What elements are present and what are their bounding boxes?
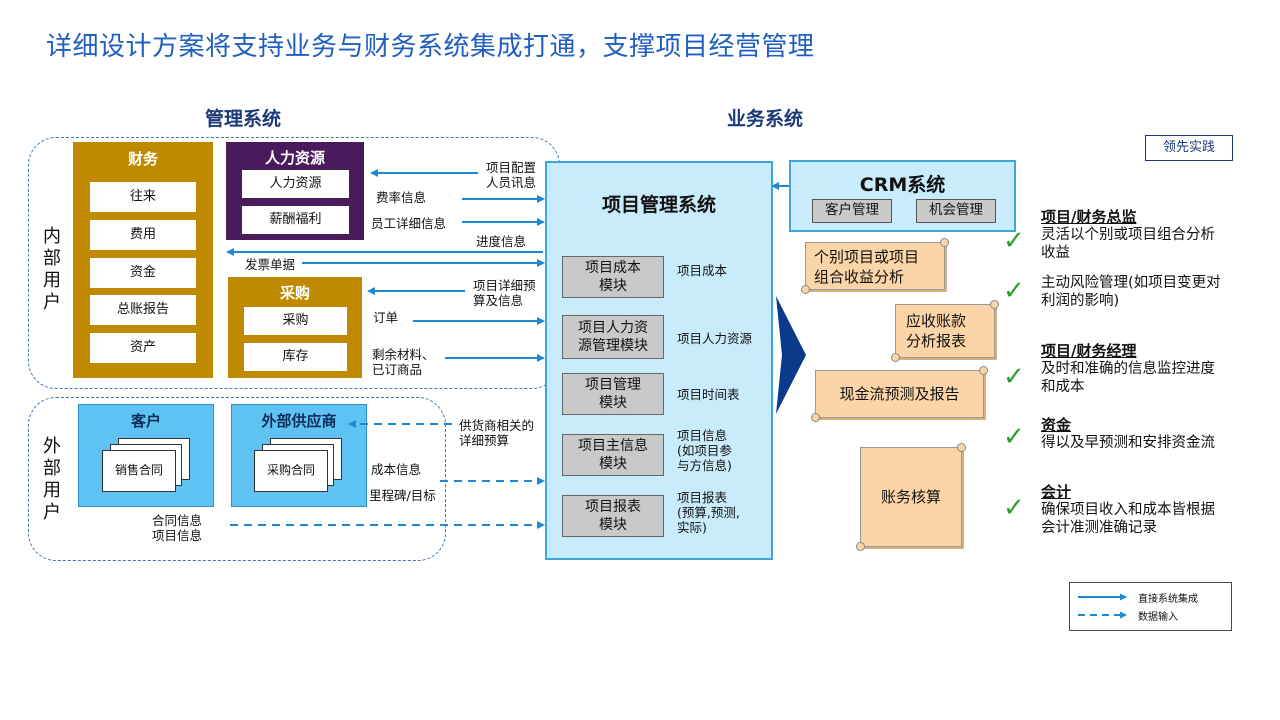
management-section-title: 管理系统 <box>205 108 282 130</box>
purchase-contract-doc: 采购合同 <box>254 450 328 492</box>
flow-label: 合同信息 项目信息 <box>152 513 203 543</box>
finance-item: 费用 <box>90 220 196 250</box>
pms-module: 项目成本 模块 <box>562 256 664 298</box>
flow-label: 订单 <box>373 310 399 325</box>
output-ar-report: 应收账款 分析报表 <box>891 300 999 362</box>
check-icon: ✓ <box>1003 422 1025 452</box>
role-description: 灵活以个别或项目组合分析 收益 <box>1041 227 1215 261</box>
check-icon: ✓ <box>1003 276 1025 306</box>
customer-title: 客户 <box>130 412 161 430</box>
legend-solid-label: 直接系统集成 <box>1138 594 1198 605</box>
pms-module: 项目主信息 模块 <box>562 434 664 476</box>
hr-title: 人力资源 <box>264 149 325 167</box>
purchase-item: 库存 <box>244 343 347 371</box>
crm-opportunity-management: 机会管理 <box>916 199 996 223</box>
project-management-system: 项目管理系统 <box>545 161 773 560</box>
flow-label: 剩余材料、 已订商品 <box>372 347 435 377</box>
flow-label: 供货商相关的 详细预算 <box>459 418 535 448</box>
supplier-title: 外部供应商 <box>261 412 337 430</box>
check-icon: ✓ <box>1003 493 1025 523</box>
output-cashflow-report: 现金流预测及报告 <box>811 366 988 422</box>
flow-label: 项目详细预 算及信息 <box>473 278 536 308</box>
legend <box>1069 582 1232 631</box>
flow-label: 进度信息 <box>476 234 527 249</box>
flow-label: 发票单据 <box>245 257 296 272</box>
flow-label: 成本信息 <box>371 462 422 477</box>
check-icon: ✓ <box>1003 226 1025 256</box>
business-section-title: 业务系统 <box>727 108 804 130</box>
flow-label: 里程碑/目标 <box>369 488 436 503</box>
role-description: 得以及早预测和安排资金流 <box>1041 435 1215 451</box>
page-title: 详细设计方案将支持业务与财务系统集成打通，支撑项目经营管理 <box>46 32 815 62</box>
pms-module-desc: 项目报表 (预算,预测, 实际) <box>677 490 740 535</box>
flow-label: 员工详细信息 <box>371 216 447 231</box>
pms-module: 项目管理 模块 <box>562 373 664 415</box>
role-heading: 项目/财务经理 <box>1041 342 1137 360</box>
output-accounting: 账务核算 <box>856 443 966 551</box>
leading-practice-badge: 领先实践 <box>1145 135 1233 161</box>
flow-label: 费率信息 <box>376 190 427 205</box>
flow-label: 项目配置 人员讯息 <box>486 160 537 190</box>
hr-item: 人力资源 <box>242 170 349 198</box>
check-icon: ✓ <box>1003 362 1025 392</box>
role-heading: 项目/财务总监 <box>1041 208 1137 226</box>
finance-item: 往来 <box>90 182 196 212</box>
crm-customer-management: 客户管理 <box>812 199 892 223</box>
internal-user-label: 内部用户 <box>43 226 61 313</box>
role-description: 及时和准确的信息监控进度 和成本 <box>1041 361 1215 395</box>
pms-module-desc: 项目时间表 <box>677 387 740 402</box>
role-heading: 资金 <box>1041 416 1072 434</box>
pms-module-desc: 项目信息 (如项目参 与方信息) <box>677 428 732 473</box>
hr-item: 薪酬福利 <box>242 206 349 234</box>
crm-title: CRM系统 <box>859 174 946 196</box>
purchase-title: 采购 <box>279 284 310 302</box>
external-user-region <box>28 397 446 561</box>
legend-lines <box>1078 593 1127 619</box>
output-profit-analysis: 个别项目或项目 组合收益分析 <box>801 238 949 294</box>
pms-module: 项目报表 模块 <box>562 495 664 537</box>
pms-module: 项目人力资 源管理模块 <box>562 315 664 359</box>
finance-item: 资金 <box>90 258 196 288</box>
role-heading: 会计 <box>1041 483 1072 501</box>
flow-chevron-icon <box>776 296 806 414</box>
role-description: 主动风险管理(如项目变更对 利润的影响) <box>1041 275 1221 309</box>
legend-dashed-label: 数据输入 <box>1138 612 1178 623</box>
pms-title: 项目管理系统 <box>601 194 716 216</box>
sales-contract-doc: 销售合同 <box>102 450 176 492</box>
finance-item: 总账报告 <box>90 295 196 325</box>
role-description: 确保项目收入和成本皆根据 会计准测准确记录 <box>1041 502 1215 536</box>
purchase-item: 采购 <box>244 307 347 335</box>
external-user-label: 外部用户 <box>43 436 61 523</box>
pms-module-desc: 项目人力资源 <box>677 331 753 346</box>
finance-item: 资产 <box>90 333 196 363</box>
finance-title: 财务 <box>127 150 158 168</box>
pms-module-desc: 项目成本 <box>677 263 728 278</box>
